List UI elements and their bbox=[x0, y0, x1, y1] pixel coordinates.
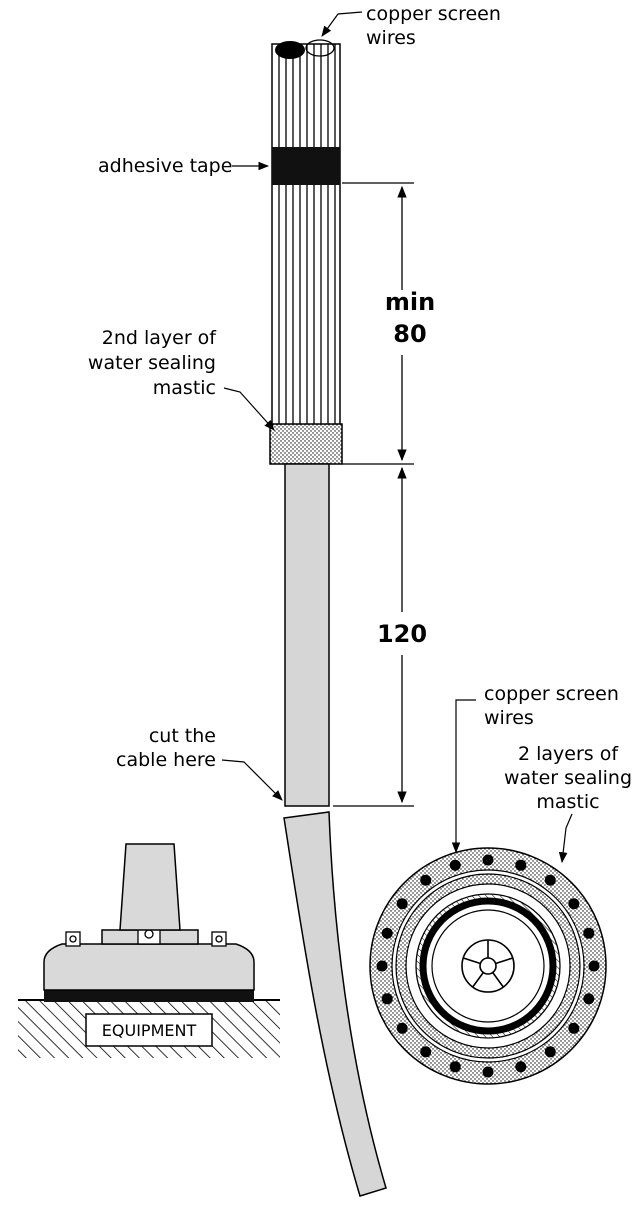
copper-screen-wire-bundle bbox=[271, 39, 341, 431]
label-copper-screen-wires-section: copper screen wires bbox=[451, 683, 619, 854]
dimension-upper-line1: min bbox=[385, 288, 435, 316]
conductor-core-icon bbox=[461, 939, 515, 993]
label-cut-cable: cut the cable here bbox=[116, 725, 283, 801]
svg-text:adhesive tape: adhesive tape bbox=[98, 155, 232, 177]
label-two-layers-mastic: 2 layers of water sealing mastic bbox=[504, 743, 632, 864]
label-adhesive-tape: adhesive tape bbox=[98, 155, 270, 177]
svg-text:wires: wires bbox=[366, 27, 416, 49]
svg-text:mastic: mastic bbox=[536, 791, 599, 813]
svg-text:mastic: mastic bbox=[153, 377, 216, 399]
dimension-lines bbox=[333, 182, 414, 807]
svg-text:copper screen: copper screen bbox=[366, 3, 501, 25]
mastic-layer bbox=[269, 423, 343, 465]
svg-text:water sealing: water sealing bbox=[504, 767, 632, 789]
svg-text:2nd layer of: 2nd layer of bbox=[102, 327, 218, 349]
svg-text:cut the: cut the bbox=[149, 725, 216, 747]
dimension-upper-line2: 80 bbox=[393, 320, 426, 348]
svg-text:water sealing: water sealing bbox=[88, 352, 216, 374]
adhesive-tape-band bbox=[272, 147, 340, 185]
svg-text:wires: wires bbox=[484, 707, 534, 729]
dimension-lower: 120 bbox=[377, 620, 427, 648]
svg-text:copper screen: copper screen bbox=[484, 683, 619, 705]
equipment-assembly: EQUIPMENT bbox=[18, 843, 280, 1058]
cable-sheath bbox=[284, 463, 330, 807]
copper-wires-ring bbox=[376, 854, 600, 1078]
svg-text:2 layers of: 2 layers of bbox=[518, 743, 619, 765]
cut-cable-piece bbox=[283, 811, 387, 1197]
wire-end-icon bbox=[275, 41, 305, 59]
svg-text:cable here: cable here bbox=[116, 749, 216, 771]
equipment-label: EQUIPMENT bbox=[102, 1021, 197, 1040]
label-second-layer-mastic: 2nd layer of water sealing mastic bbox=[88, 327, 275, 431]
label-copper-screen-wires-top: copper screen wires bbox=[321, 3, 501, 49]
